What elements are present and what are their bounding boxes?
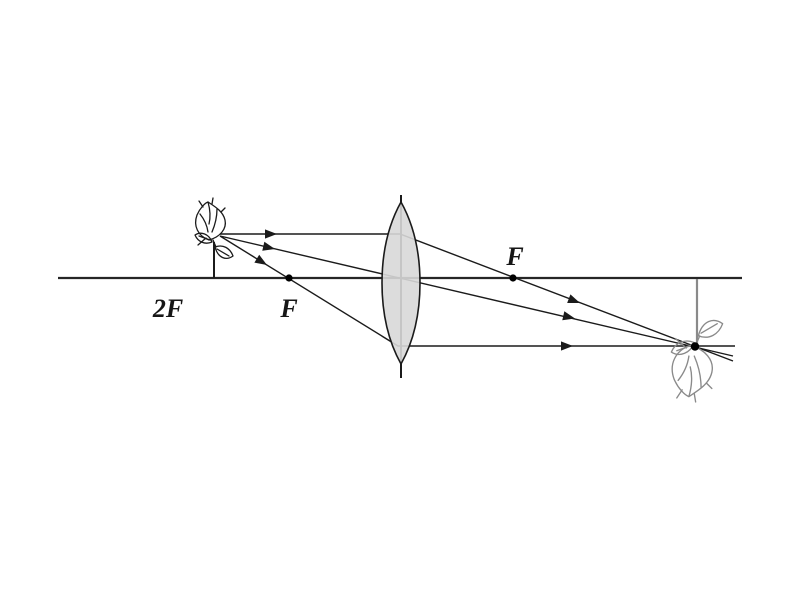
object-flower bbox=[194, 197, 234, 278]
label-f-left: F bbox=[279, 294, 297, 323]
focal-point-right-dot bbox=[509, 274, 517, 282]
arrowhead-icon bbox=[567, 294, 580, 303]
image-convergence-dot bbox=[690, 342, 700, 351]
arrowhead-icon bbox=[561, 341, 573, 351]
arrowhead-icon bbox=[265, 229, 277, 239]
focal-point-left-dot bbox=[285, 274, 293, 282]
ray-through-focus-then-parallel bbox=[219, 235, 735, 347]
lens-body bbox=[381, 200, 421, 366]
ray-arrowheads bbox=[254, 229, 580, 351]
arrowhead-icon bbox=[562, 311, 575, 321]
convex-lens bbox=[381, 195, 421, 378]
ray-through-optical-center bbox=[219, 235, 734, 357]
arrowhead-icon bbox=[262, 241, 275, 251]
image-flower bbox=[670, 279, 724, 403]
arrowhead-icon bbox=[254, 254, 267, 265]
label-2f-left: 2F bbox=[152, 294, 183, 323]
label-f-right: F bbox=[505, 242, 523, 271]
